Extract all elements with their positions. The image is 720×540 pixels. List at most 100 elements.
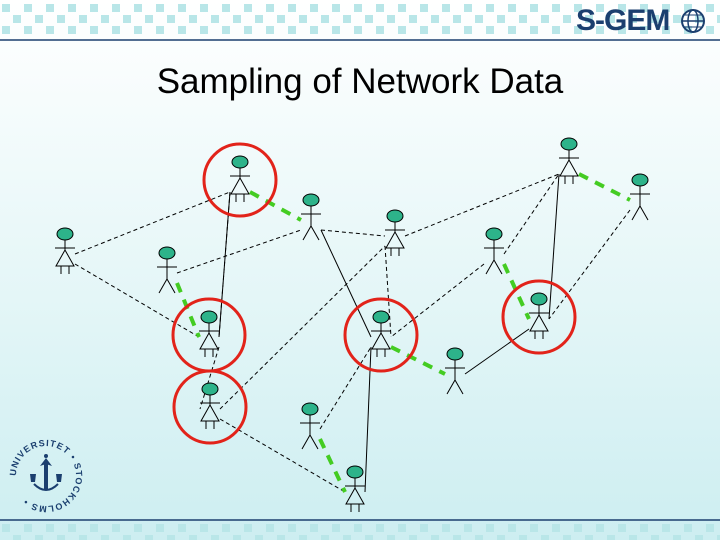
band-square — [541, 15, 549, 23]
band-square — [442, 4, 450, 12]
sampled-edge — [578, 172, 631, 202]
band-square — [68, 4, 76, 12]
band-square — [596, 26, 604, 34]
band-square — [662, 524, 670, 532]
band-square — [607, 15, 615, 23]
band-square — [464, 26, 472, 34]
band-square — [563, 15, 571, 23]
band-square — [134, 524, 142, 532]
person-node — [385, 209, 405, 256]
sampled-edge — [249, 190, 302, 222]
band-square — [24, 26, 32, 34]
band-square — [46, 524, 54, 532]
band-square — [552, 4, 560, 12]
band-square — [453, 535, 461, 540]
band-square — [167, 535, 175, 540]
sample-circle — [343, 297, 419, 373]
band-square — [321, 535, 329, 540]
band-square — [530, 4, 538, 12]
band-square — [486, 26, 494, 34]
network-edge — [390, 263, 485, 338]
band-square — [519, 535, 527, 540]
band-square — [244, 524, 252, 532]
sample-circle — [202, 142, 278, 218]
band-square — [189, 535, 197, 540]
band-square — [35, 535, 43, 540]
band-square — [618, 524, 626, 532]
sample-circle — [501, 279, 577, 355]
person-node — [484, 227, 504, 275]
band-square — [222, 4, 230, 12]
band-square — [398, 524, 406, 532]
band-square — [706, 524, 714, 532]
band-square — [706, 4, 714, 12]
band-square — [420, 524, 428, 532]
band-square — [387, 15, 395, 23]
band-square — [266, 524, 274, 532]
band-square — [13, 535, 21, 540]
person-node — [199, 310, 219, 357]
band-square — [409, 15, 417, 23]
person-node — [301, 193, 321, 241]
band-square — [266, 26, 274, 34]
band-square — [255, 535, 263, 540]
sampled-edge — [318, 438, 347, 493]
band-square — [35, 15, 43, 23]
band-square — [299, 15, 307, 23]
band-square — [222, 26, 230, 34]
band-square — [420, 4, 428, 12]
slide-title: Sampling of Network Data — [156, 62, 564, 101]
band-square — [288, 524, 296, 532]
band-square — [519, 15, 527, 23]
globe-emblem-icon — [681, 9, 705, 33]
band-square — [2, 524, 10, 532]
band-square — [662, 4, 670, 12]
sampled-edge — [175, 282, 201, 338]
band-square — [607, 535, 615, 540]
band-square — [68, 524, 76, 532]
network-edge — [548, 173, 560, 320]
band-square — [233, 535, 241, 540]
person-node — [157, 246, 177, 294]
band-square — [13, 15, 21, 23]
band-square — [332, 4, 340, 12]
band-square — [112, 26, 120, 34]
band-square — [618, 4, 626, 12]
band-square — [387, 535, 395, 540]
band-square — [332, 524, 340, 532]
band-square — [497, 15, 505, 23]
person-node — [345, 465, 365, 512]
top-dotted-band — [0, 4, 720, 41]
band-square — [640, 26, 648, 34]
band-square — [332, 26, 340, 34]
band-square — [189, 15, 197, 23]
band-square — [651, 15, 659, 23]
band-square — [178, 26, 186, 34]
band-square — [46, 26, 54, 34]
band-square — [684, 4, 692, 12]
network-edge — [219, 245, 386, 410]
band-square — [211, 535, 219, 540]
band-square — [123, 535, 131, 540]
network-edge — [384, 245, 392, 338]
band-square — [79, 535, 87, 540]
band-square — [431, 535, 439, 540]
band-square — [651, 535, 659, 540]
band-square — [57, 535, 65, 540]
band-square — [200, 26, 208, 34]
person-node — [529, 292, 549, 339]
band-square — [57, 15, 65, 23]
band-square — [486, 4, 494, 12]
band-square — [640, 524, 648, 532]
network-edge — [218, 191, 231, 338]
band-square — [695, 535, 703, 540]
band-square — [486, 524, 494, 532]
band-square — [211, 15, 219, 23]
person-node — [230, 155, 250, 202]
band-square — [101, 15, 109, 23]
band-square — [398, 4, 406, 12]
band-square — [673, 535, 681, 540]
band-square — [508, 26, 516, 34]
band-square — [354, 26, 362, 34]
